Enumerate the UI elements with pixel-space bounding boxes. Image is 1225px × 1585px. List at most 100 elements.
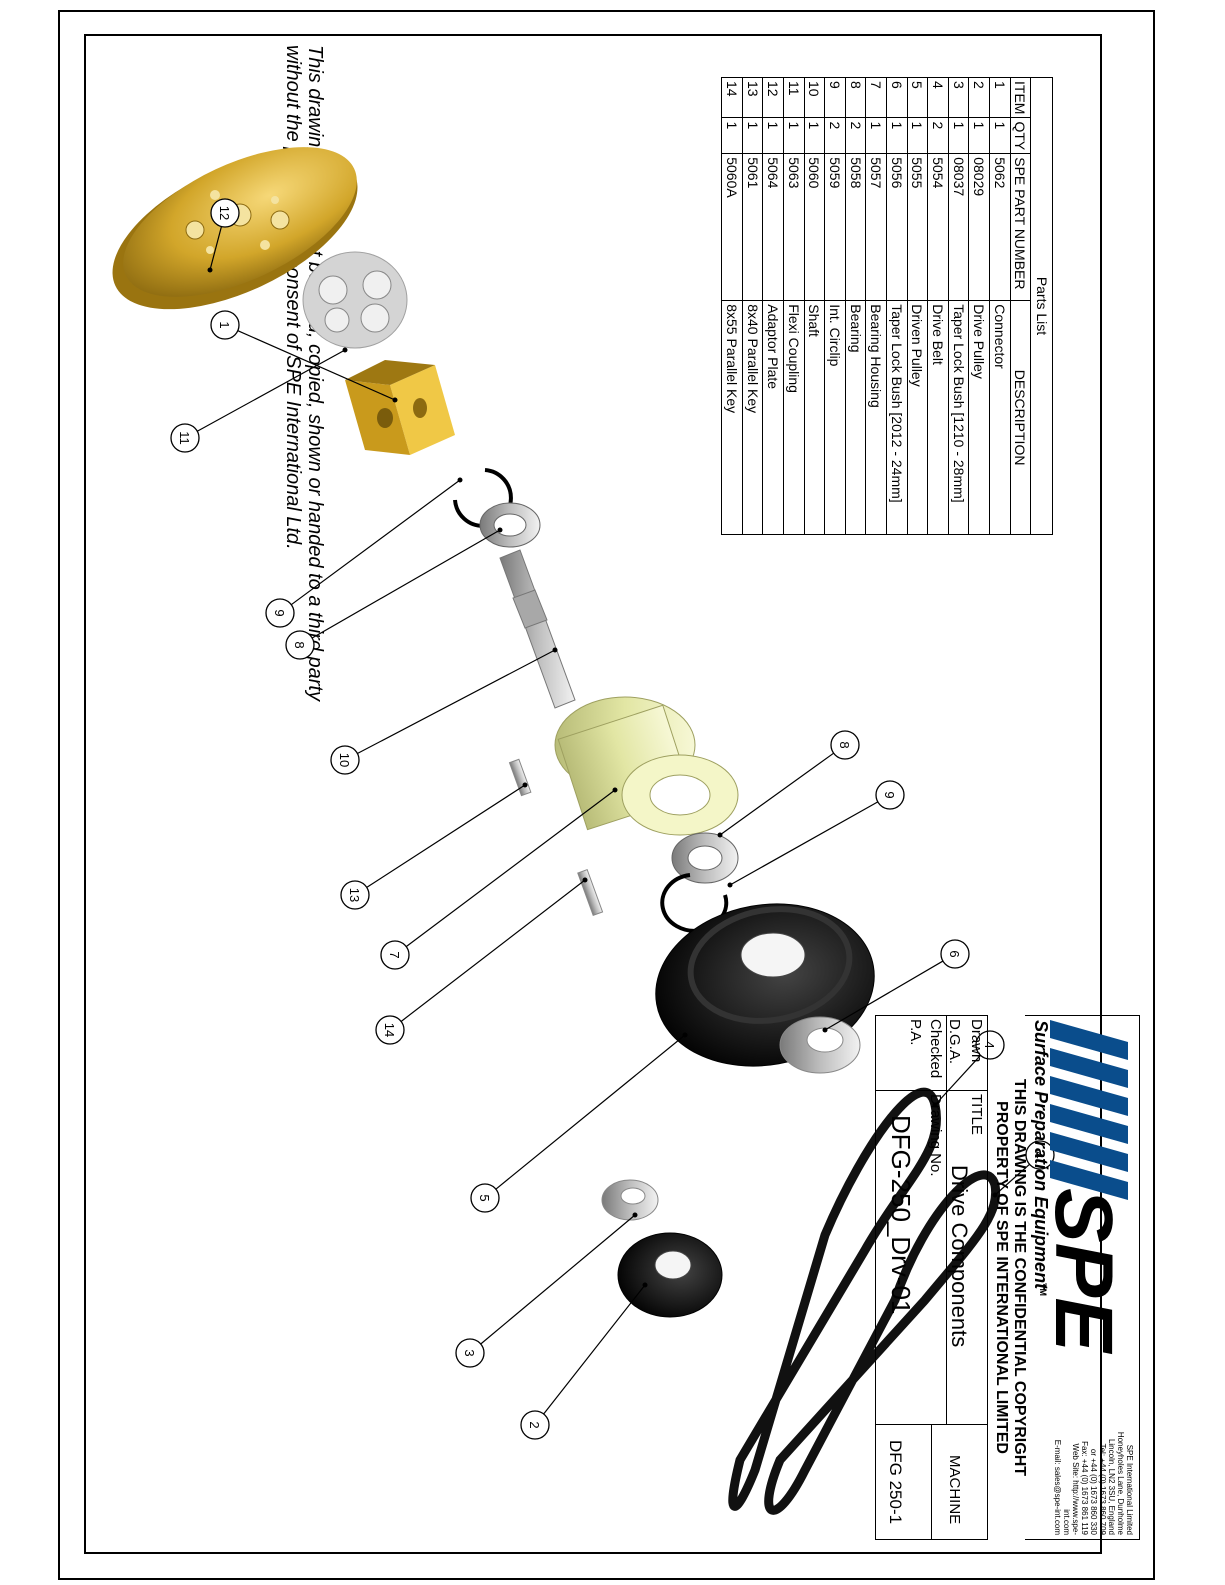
callout-arrowhead xyxy=(992,1192,998,1198)
callout-leader xyxy=(405,789,616,948)
taper-lock-bush-2012-part xyxy=(779,1016,861,1074)
company-web: Web Site: http://www.spe-int.com xyxy=(1062,1443,1080,1535)
company-tel1: Tel: +44 (0) 1673 860 709 xyxy=(1098,1443,1107,1535)
callout-arrowhead xyxy=(457,477,463,483)
callout-leader xyxy=(290,479,461,606)
callout-number: 4 xyxy=(982,1041,997,1048)
drawing-frame xyxy=(84,34,1102,1554)
callout-arrowhead xyxy=(727,882,733,888)
callout-bubble xyxy=(455,1338,485,1368)
callout-leader xyxy=(357,649,556,755)
callout-bubble xyxy=(520,1410,550,1440)
drawing-sheet-border xyxy=(58,10,1155,1580)
callout-bubble xyxy=(330,745,360,775)
callout-number: 9 xyxy=(272,609,287,616)
callout-leader xyxy=(994,1163,1030,1196)
callout-bubble xyxy=(975,1030,1005,1060)
callout-arrowhead xyxy=(207,267,213,273)
company-address: SPE International Limited Honeyholes Lan… xyxy=(1053,1427,1134,1535)
callout-number: 11 xyxy=(177,431,192,445)
callout-arrowhead xyxy=(522,782,528,788)
copyright-line1: THIS DRAWING IS THE CONFIDENTIAL COPYRIG… xyxy=(1011,1078,1028,1477)
drive-pulley-part xyxy=(617,1232,723,1318)
callout-bubble xyxy=(340,880,370,910)
callout-arrowhead xyxy=(612,787,618,793)
callout-bubble xyxy=(1025,1140,1055,1170)
bearing-part xyxy=(671,832,739,884)
callout-number: 14 xyxy=(382,1023,397,1037)
drawn-value: D.G.A. xyxy=(946,1019,963,1065)
callout-leader xyxy=(480,1214,636,1345)
callout-number: 4 xyxy=(1032,1151,1047,1158)
flexi-coupling-part xyxy=(302,251,408,349)
drive-belt-part xyxy=(728,1087,1001,1515)
callout-arrowhead xyxy=(932,1102,938,1108)
callout-bubble xyxy=(375,1015,405,1045)
callout-leader xyxy=(495,1034,686,1190)
title-block: SPE Surface Preparation Equipment TM SPE… xyxy=(875,1015,1140,1540)
callout-leader xyxy=(543,1284,646,1415)
company-address2: Lincoln, LN2 3SU, England xyxy=(1107,1438,1116,1535)
callout-number: 10 xyxy=(337,753,352,767)
callout-bubble xyxy=(875,780,905,810)
callout-bubble xyxy=(830,730,860,760)
company-tagline: Surface Preparation Equipment xyxy=(1031,1020,1051,1290)
callout-arrowhead xyxy=(342,347,348,353)
title-value: Drive Components xyxy=(947,1165,972,1348)
spe-logo: SPE xyxy=(1038,1020,1128,1354)
callout-arrowhead xyxy=(682,1032,688,1038)
parallel-key-14-part xyxy=(577,868,604,916)
callout-arrowhead xyxy=(822,1027,828,1033)
callout-bubble xyxy=(940,939,970,969)
company-fax: Fax: +44 (0) 1673 861 119 xyxy=(1080,1441,1089,1535)
callout-bubble xyxy=(470,1183,500,1213)
callout-arrowhead xyxy=(582,877,588,883)
callout-leader xyxy=(196,349,346,432)
callout-bubble xyxy=(170,423,200,453)
shaft-part xyxy=(499,549,576,709)
callout-leader xyxy=(934,1054,981,1106)
machine-label: MACHINE xyxy=(946,1455,963,1525)
callout-number: 3 xyxy=(462,1349,477,1356)
drawing-no-label: Drawing No. xyxy=(927,1094,944,1177)
callout-number: 1 xyxy=(217,321,232,328)
copyright-notice: THIS DRAWING IS THE CONFIDENTIAL COPYRIG… xyxy=(992,1015,1028,1540)
callout-number: 8 xyxy=(292,641,307,648)
callout-number: 5 xyxy=(477,1194,492,1201)
company-tel2: or +44 (0) 1673 860 330 xyxy=(1089,1448,1098,1535)
drawn-label: Drawn xyxy=(968,1019,985,1063)
spe-logo-text: SPE xyxy=(1038,1188,1128,1354)
title-label: TITLE xyxy=(968,1094,985,1135)
callout-number: 7 xyxy=(387,951,402,958)
callout-number: 6 xyxy=(947,950,962,957)
callout-bubble xyxy=(265,598,295,628)
callout-bubble xyxy=(210,310,240,340)
callout-arrowhead xyxy=(392,397,398,403)
callout-number: 8 xyxy=(837,741,852,748)
checked-value: P.A. xyxy=(907,1019,924,1046)
bearing-housing-part xyxy=(554,696,739,836)
callout-leader xyxy=(729,801,879,886)
company-address1: Honeyholes Lane, Dunholme xyxy=(1116,1431,1125,1535)
callout-leader xyxy=(209,226,223,271)
company-name: SPE International Limited xyxy=(1125,1444,1134,1535)
checked-label: Checked xyxy=(927,1019,944,1079)
drawing-no-value: DFG-250_Drv-01 xyxy=(886,1115,916,1315)
trademark-mark: TM xyxy=(1038,1283,1048,1296)
callout-arrowhead xyxy=(552,647,558,653)
copyright-line2: PROPERTY OF SPE INTERNATIONAL LIMITED xyxy=(993,1101,1010,1454)
taper-lock-bush-1210-part xyxy=(601,1179,659,1221)
company-email: E-mail: sales@spe-int.com xyxy=(1053,1439,1062,1535)
callout-leader xyxy=(719,752,834,836)
callout-bubble xyxy=(380,940,410,970)
machine-value: DFG 250-1 xyxy=(886,1440,905,1525)
callout-arrowhead xyxy=(497,527,503,533)
callout-leader xyxy=(400,879,586,1022)
callout-bubble xyxy=(210,198,240,228)
callout-arrowhead xyxy=(717,832,723,838)
callout-number: 9 xyxy=(882,791,897,798)
callout-arrowhead xyxy=(632,1212,638,1218)
